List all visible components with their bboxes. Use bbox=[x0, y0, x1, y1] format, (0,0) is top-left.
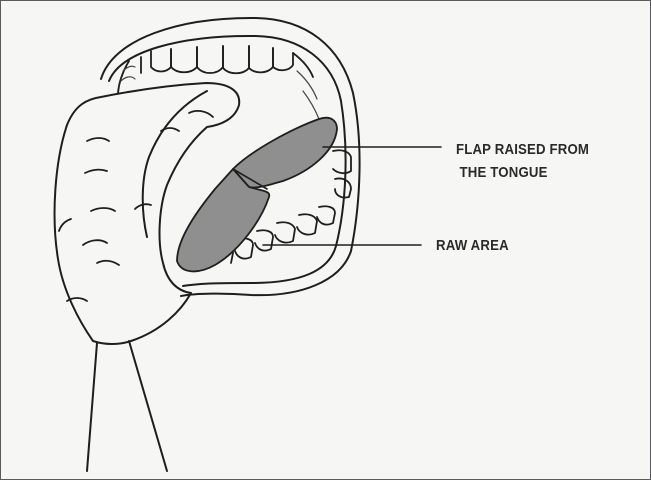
flap-label-line-2: THE TONGUE bbox=[456, 161, 589, 184]
raw-area-label: RAW AREA bbox=[436, 234, 509, 257]
neck-line-right bbox=[129, 341, 167, 471]
neck-line-left bbox=[87, 343, 97, 471]
upper-teeth bbox=[118, 46, 313, 93]
flap-label: FLAP RAISED FROM THE TONGUE bbox=[456, 138, 589, 184]
tongue-surface-strokes bbox=[59, 111, 213, 301]
flap-upper bbox=[233, 118, 337, 188]
flap-label-line-1: FLAP RAISED FROM bbox=[456, 141, 589, 158]
palate-lines bbox=[121, 66, 319, 119]
